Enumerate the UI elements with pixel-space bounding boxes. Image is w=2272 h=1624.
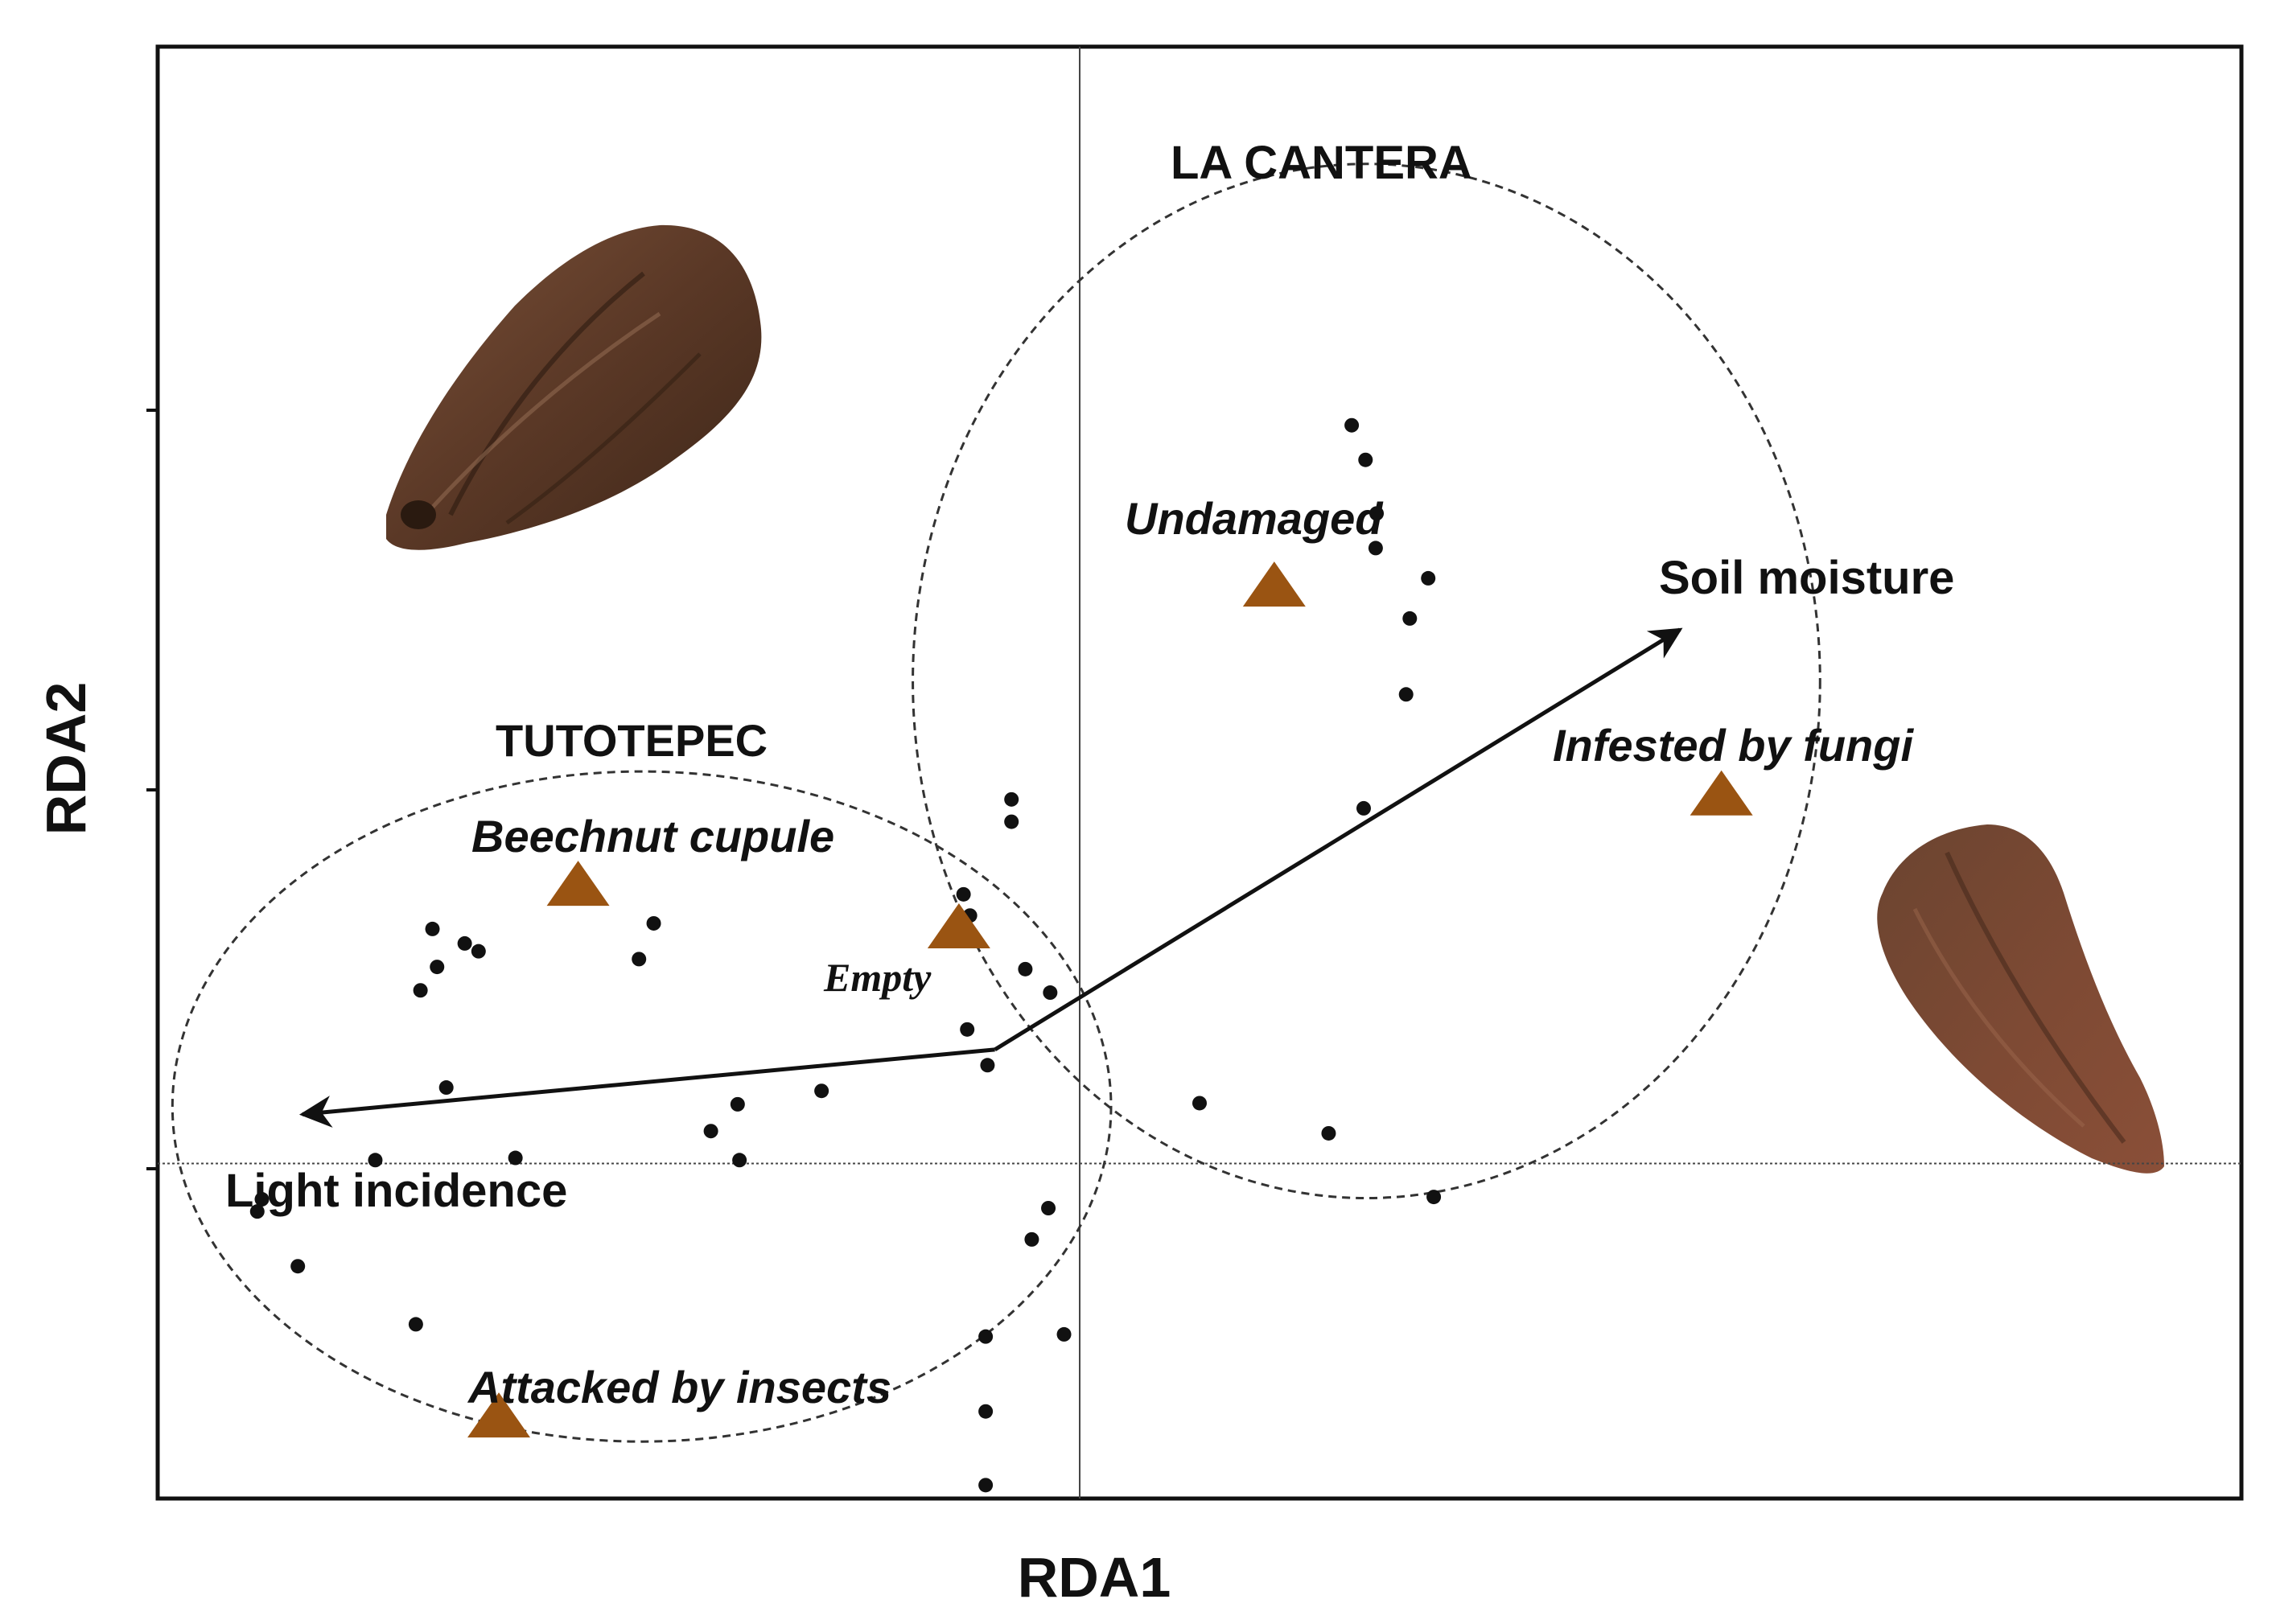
site-point <box>978 1329 994 1344</box>
site-point <box>471 944 486 959</box>
vector-arrow-soil-moisture <box>994 627 1683 1051</box>
environmental-vectors <box>298 627 1683 1128</box>
category-label-empty: Empty <box>823 955 932 1000</box>
site-point <box>1024 1231 1039 1247</box>
category-marker-beechnut-cupule <box>546 861 610 907</box>
site-point <box>1004 814 1019 829</box>
category-label-infested-by-fungi: Infested by fungi <box>1553 720 1914 771</box>
site-point <box>1426 1190 1442 1205</box>
site-point <box>980 1058 995 1073</box>
plot-frame <box>155 44 2244 1501</box>
category-label-attacked-by-insects: Attacked by insects <box>467 1362 891 1412</box>
category-marker-undamaged <box>1242 561 1306 607</box>
site-point <box>1043 985 1058 1001</box>
site-point <box>956 886 971 902</box>
site-point <box>1398 687 1414 702</box>
site-point <box>413 983 428 998</box>
site-point <box>978 1404 994 1419</box>
site-point <box>1356 800 1371 816</box>
site-point <box>814 1083 829 1099</box>
group-label-tutotepec: TUTOTEPEC <box>496 715 768 766</box>
site-point <box>732 1153 747 1168</box>
group-label-la-cantera: LA CANTERA <box>1171 137 1472 189</box>
site-point <box>457 935 472 951</box>
site-point <box>730 1096 745 1112</box>
site-point <box>1402 611 1418 626</box>
category-markers <box>467 561 1753 1438</box>
site-point <box>960 1022 975 1037</box>
site-point <box>1192 1096 1207 1111</box>
site-point <box>978 1478 994 1493</box>
site-point <box>1421 570 1436 586</box>
group-ellipse-la-cantera <box>912 162 1821 1200</box>
group-ellipse-tutotepec <box>171 770 1113 1443</box>
category-label-undamaged: Undamaged <box>1125 493 1384 544</box>
category-marker-empty <box>927 902 990 948</box>
site-point <box>425 921 440 936</box>
site-point <box>646 915 661 931</box>
site-points <box>249 417 1442 1493</box>
site-point <box>1004 791 1019 807</box>
site-point <box>1358 452 1373 467</box>
site-point <box>1018 961 1033 976</box>
category-label-beechnut-cupule: Beechnut cupule <box>471 811 834 861</box>
site-point <box>408 1317 423 1332</box>
site-point <box>1369 506 1385 521</box>
site-point <box>1368 541 1383 556</box>
beechnut-photo-right <box>1877 824 2164 1174</box>
x-axis-label: RDA1 <box>1018 1546 1171 1609</box>
site-point <box>438 1080 454 1096</box>
vector-arrow-light-incidence <box>298 1047 995 1128</box>
site-point <box>430 960 445 975</box>
site-point <box>632 952 647 967</box>
group-ellipses <box>171 162 1821 1443</box>
site-point <box>290 1259 306 1274</box>
vector-label-light-incidence: Light incidence <box>225 1165 567 1217</box>
site-point <box>1321 1125 1336 1141</box>
site-point <box>249 1204 265 1219</box>
site-point <box>1056 1326 1072 1342</box>
vector-label-soil-moisture: Soil moisture <box>1659 552 1954 604</box>
category-marker-infested-by-fungi <box>1690 770 1753 816</box>
site-point <box>1344 417 1360 433</box>
site-point <box>508 1150 523 1166</box>
category-marker-attacked-by-insects <box>467 1392 531 1438</box>
beechnut-photo-upper-left <box>386 224 762 550</box>
site-point <box>1041 1201 1056 1215</box>
site-point <box>703 1124 718 1139</box>
site-point <box>368 1153 383 1168</box>
y-axis-label: RDA2 <box>35 682 97 836</box>
site-point <box>254 1191 270 1207</box>
